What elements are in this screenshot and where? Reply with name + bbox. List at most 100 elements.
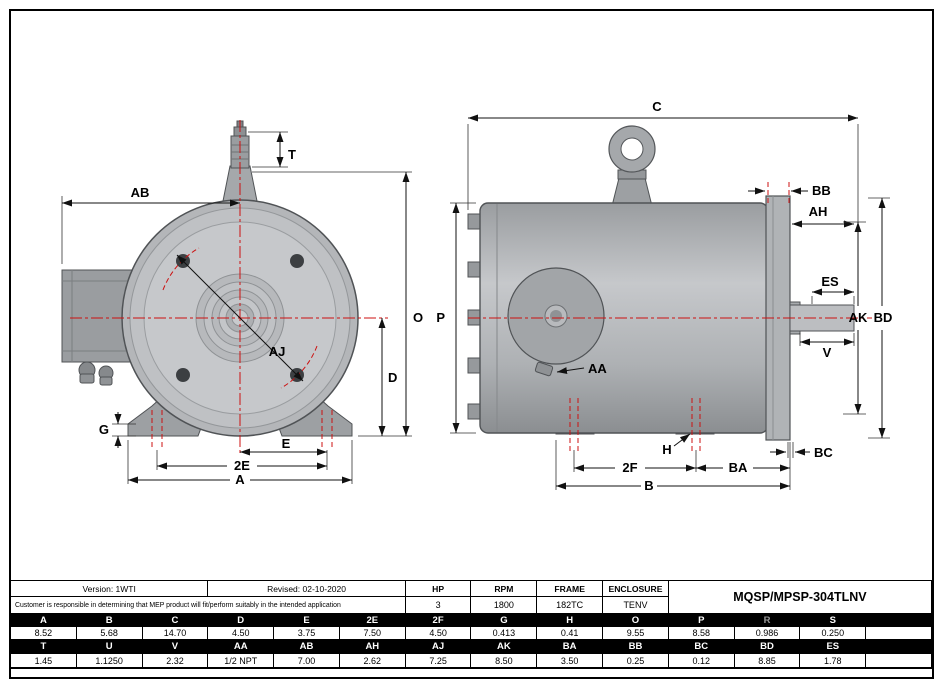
dim-value-cell: 0.250: [800, 627, 867, 640]
side-view: [467, 125, 855, 441]
dim-label-bd: BD: [874, 310, 893, 325]
dim-header-cell: U: [76, 640, 143, 654]
dim-label-h: H: [662, 442, 671, 457]
bolt-hole: [290, 254, 304, 268]
dim-header-cell: AK: [471, 640, 538, 654]
dim-label-p: P: [436, 310, 445, 325]
dim-value-cell: 1/2 NPT: [208, 654, 275, 668]
dim-header-cell: BA: [537, 640, 604, 654]
dim-header-cell: 2F: [405, 614, 472, 627]
dim-label-2f: 2F: [622, 460, 637, 475]
frame-header: FRAME: [537, 581, 604, 597]
front-dimensions: AJ T AB O D G: [61, 131, 423, 487]
dim-header-cell: A: [11, 614, 77, 627]
dim-value-cell: 7.00: [274, 654, 340, 668]
dim-value-cell: 3.50: [537, 654, 604, 668]
dim-label-d: D: [388, 370, 397, 385]
dim-value-cell: 8.52: [11, 627, 77, 640]
dim-value-cell: 1.1250: [76, 654, 143, 668]
dim-header-cell: G: [471, 614, 538, 627]
dim-header-cell: AJ: [405, 640, 472, 654]
dim-label-a: A: [235, 472, 245, 487]
dim-value-cell: 8.50: [471, 654, 538, 668]
dim-label-c: C: [652, 99, 662, 114]
motor-drawing: AJ T AB O D G: [61, 99, 892, 493]
model-number: MQSP/MPSP-304TLNV: [668, 581, 932, 614]
dim-label-2e: 2E: [234, 458, 250, 473]
dim-label-b: B: [644, 478, 653, 493]
dim-label-ba: BA: [729, 460, 748, 475]
dim-header-cell: AH: [339, 640, 406, 654]
dim-value-cell: 8.58: [668, 627, 735, 640]
dim-label-ak: AK: [849, 310, 868, 325]
dim-value-cell: 14.70: [142, 627, 209, 640]
dim-header-cell: R: [734, 614, 801, 627]
dim-header-cell: E: [274, 614, 340, 627]
revised-cell: Revised: 02-10-2020: [208, 581, 406, 597]
frame-value: 182TC: [537, 597, 604, 614]
side-centerlines: [468, 182, 872, 452]
side-dimensions: C P BB AH ES V: [436, 99, 892, 493]
dim-header-cell: T: [11, 640, 77, 654]
version-cell: Version: 1WTI: [11, 581, 209, 597]
dim-header-cell: O: [603, 614, 669, 627]
dim-label-aj: AJ: [269, 344, 286, 359]
enclosure-header: ENCLOSURE: [603, 581, 669, 597]
front-view: [61, 120, 359, 437]
dim-value-cell: 0.413: [471, 627, 538, 640]
dim-value-cell: 2.62: [339, 654, 406, 668]
dim-header-cell: C: [142, 614, 209, 627]
dim-label-es: ES: [821, 274, 839, 289]
dim-value-cell: [866, 627, 932, 640]
dim-header-cell: AB: [274, 640, 340, 654]
dim-label-bc: BC: [814, 445, 833, 460]
spec-table: Version: 1WTI Revised: 02-10-2020 H P RPM…: [10, 580, 933, 669]
dim-value-cell: 7.50: [339, 627, 406, 640]
dim-header-cell: BB: [603, 640, 669, 654]
dim-value-cell: 0.25: [603, 654, 669, 668]
dim-label-v: V: [823, 345, 832, 360]
dim-value-cell: 7.25: [405, 654, 472, 668]
rpm-value: 1800: [471, 597, 538, 614]
dim-value-cell: 1.45: [11, 654, 77, 668]
rpm-header: RPM: [471, 581, 538, 597]
dim-value-cell: 9.55: [603, 627, 669, 640]
dim-value-cell: 5.68: [76, 627, 143, 640]
dim-value-cell: 4.50: [405, 627, 472, 640]
dim-header-cell: ES: [800, 640, 867, 654]
dim-header-cell: D: [208, 614, 275, 627]
dim-header-cell: V: [142, 640, 209, 654]
dim-label-ah: AH: [809, 204, 828, 219]
lifting-eye-base: [611, 177, 653, 207]
dim-value-cell: 0.41: [537, 627, 604, 640]
dim-value-cell: 4.50: [208, 627, 275, 640]
dim-header-cell: 2E: [339, 614, 406, 627]
dim-value-cell: 0.986: [734, 627, 801, 640]
dim-label-ab: AB: [131, 185, 150, 200]
dim-header-cell: BC: [668, 640, 735, 654]
dim-value-cell: 3.75: [274, 627, 340, 640]
dim-header-cell: B: [76, 614, 143, 627]
dim-value-cell: 0.12: [668, 654, 735, 668]
hp-value: 3: [405, 597, 472, 614]
dim-header-cell: S: [800, 614, 867, 627]
dim-label-g: G: [99, 422, 109, 437]
dim-header-cell: [866, 640, 932, 654]
drain-fitting: [534, 361, 554, 377]
dim-header-cell: H: [537, 614, 604, 627]
dim-value-cell: [866, 654, 932, 668]
dim-label-t: T: [288, 147, 296, 162]
dim-label-e: E: [282, 436, 291, 451]
dim-header-cell: [866, 614, 932, 627]
dim-value-cell: 1.78: [800, 654, 867, 668]
dim-label-bb: BB: [812, 183, 831, 198]
terminal-box: [61, 269, 133, 363]
dim-header-cell: AA: [208, 640, 275, 654]
dim-label-aa: AA: [588, 361, 607, 376]
dim-value-cell: 2.32: [142, 654, 209, 668]
dim-label-o: O: [413, 310, 423, 325]
dim-value-cell: 8.85: [734, 654, 801, 668]
dim-header-cell: P: [668, 614, 735, 627]
enclosure-value: TENV: [603, 597, 669, 614]
